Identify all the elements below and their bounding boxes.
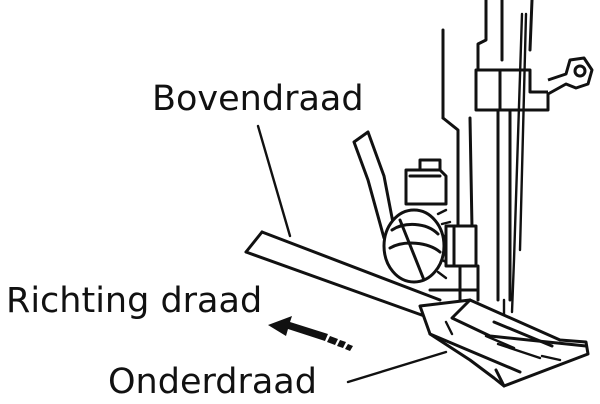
direction-arrow-icon [268,316,353,351]
needle [496,108,512,320]
tension-dial [382,208,478,284]
needle-clamp [474,56,594,112]
upper-thread-leader [256,124,292,238]
presser-foot-shank [428,264,480,302]
presser-foot-lever [352,130,396,240]
presser-foot [418,298,590,388]
clamp-block [404,158,448,206]
thread-direction-label: Richting draad [6,281,262,321]
lower-thread-label: Onderdraad [108,362,317,402]
thread-lines [510,12,528,314]
leader-lines [256,124,448,384]
upper-thread-label: Bovendraad [152,79,364,119]
lower-thread-leader [346,350,448,384]
